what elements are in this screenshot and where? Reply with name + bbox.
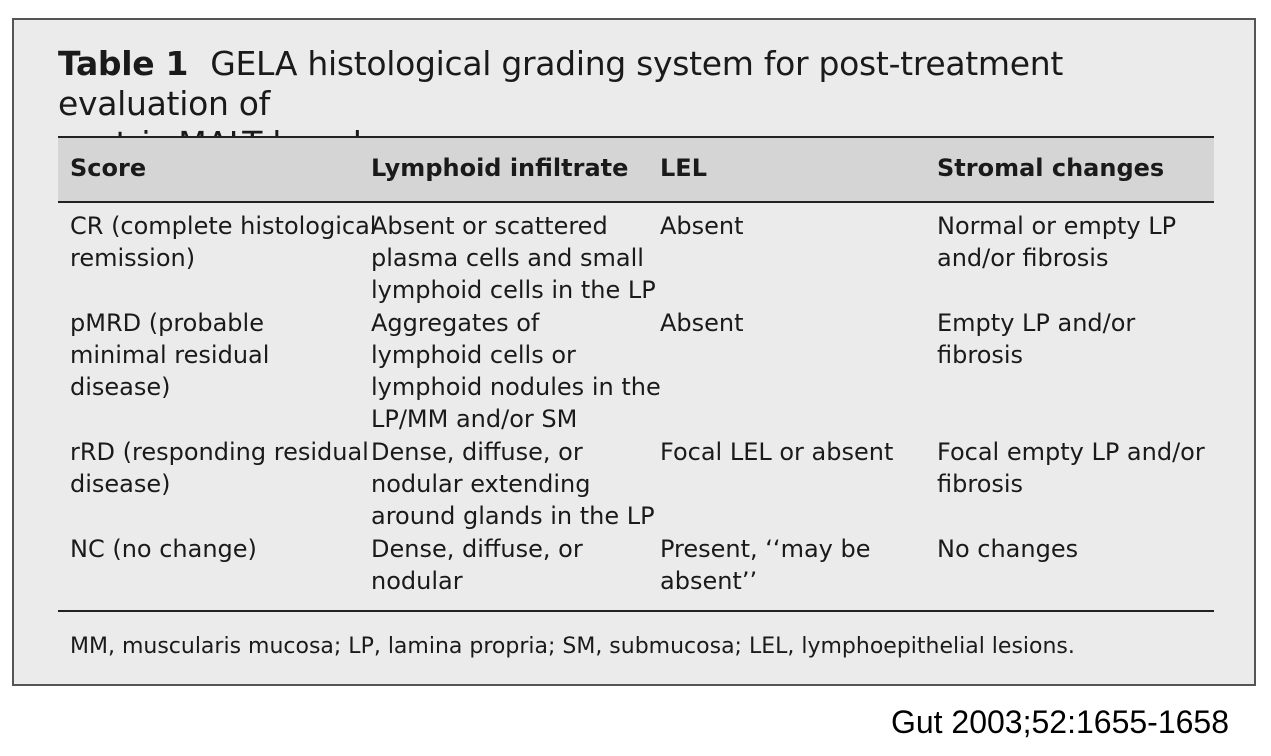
cell-score: rRD (responding residual disease) [70, 438, 369, 498]
cell-lel: Present, ‘‘may be absent’’ [660, 535, 871, 595]
cell-lel: Absent [660, 212, 744, 240]
cell-stromal-changes: Focal empty LP and/or fibrosis [937, 438, 1205, 498]
cell-stromal-changes: Empty LP and/or fibrosis [937, 309, 1136, 369]
column-header-lel: LEL [660, 154, 707, 182]
column-header-score: Score [70, 154, 147, 182]
table-label: Table 1 [58, 44, 189, 83]
table-header-rule [58, 201, 1214, 203]
cell-stromal-changes: No changes [937, 535, 1079, 563]
table-bottom-rule [58, 610, 1214, 612]
cell-lymphoid-infiltrate: Aggregates of lymphoid cells or lymphoid… [371, 309, 661, 433]
table-title-line-1: GELA histological grading system for pos… [58, 44, 1064, 123]
cell-lymphoid-infiltrate: Dense, diffuse, or nodular extending aro… [371, 438, 655, 530]
table-footnote: MM, muscularis mucosa; LP, lamina propri… [70, 634, 1075, 659]
cell-lymphoid-infiltrate: Absent or scattered plasma cells and sma… [371, 212, 656, 304]
cell-lel: Absent [660, 309, 744, 337]
column-header-stromal-changes: Stromal changes [937, 154, 1165, 182]
cell-lel: Focal LEL or absent [660, 438, 894, 466]
cell-score: CR (complete histological remission) [70, 212, 377, 272]
cell-score: pMRD (probable minimal residual disease) [70, 309, 270, 401]
cell-lymphoid-infiltrate: Dense, diffuse, or nodular [371, 535, 583, 595]
cell-score: NC (no change) [70, 535, 257, 563]
cell-stromal-changes: Normal or empty LP and/or fibrosis [937, 212, 1177, 272]
table-top-rule [58, 136, 1214, 138]
journal-citation: Gut 2003;52:1655-1658 [890, 704, 1229, 740]
table-header-band [58, 136, 1214, 202]
column-header-lymphoid-infiltrate: Lymphoid infiltrate [371, 154, 629, 182]
